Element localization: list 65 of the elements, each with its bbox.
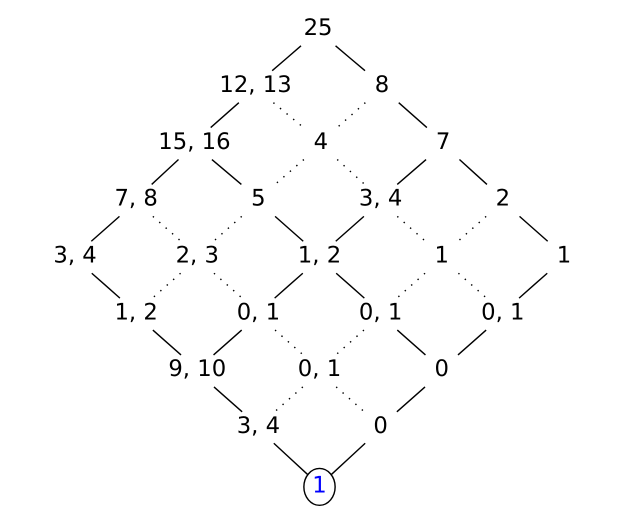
connector (272, 102, 304, 128)
connector (213, 272, 242, 299)
connector (396, 386, 425, 412)
connector (213, 386, 242, 412)
connector (335, 386, 364, 412)
connector (457, 272, 487, 299)
node-text: 3, 4 (52, 242, 96, 268)
node-text: 2 (495, 186, 510, 212)
connector (210, 102, 239, 128)
connector (274, 272, 303, 299)
connector (272, 442, 308, 475)
connector (152, 216, 181, 242)
connector (150, 159, 178, 185)
connector (210, 159, 242, 185)
node-text: 0 (372, 412, 388, 439)
connector (274, 330, 304, 356)
connector (335, 272, 364, 299)
connector (457, 216, 486, 242)
node-text: 0, 1 (297, 356, 341, 382)
node-text: 7, 8 (114, 186, 158, 212)
connector (274, 386, 303, 412)
node-text: 7 (435, 128, 450, 155)
connector (396, 159, 426, 185)
node-text: 1, 2 (297, 242, 341, 268)
connector (271, 45, 301, 72)
node-text: 0, 1 (236, 299, 280, 326)
connector (90, 216, 120, 242)
connector (336, 102, 366, 128)
connector (151, 272, 181, 299)
node-text: 12, 13 (218, 72, 292, 98)
connector (398, 102, 427, 128)
connector (396, 272, 425, 299)
node-text: 3, 4 (358, 186, 402, 212)
connector (396, 216, 426, 242)
node-ellipse: 1 (302, 468, 336, 506)
connector (457, 330, 486, 356)
connector (518, 216, 548, 242)
node-text: 1, 2 (114, 299, 158, 326)
node-text: 1 (434, 242, 448, 268)
node-text: 0, 1 (358, 299, 402, 326)
node-text: 8 (374, 72, 389, 98)
node-text: 0, 1 (480, 299, 524, 326)
connector (334, 330, 364, 356)
node-text: 1 (556, 242, 571, 268)
connector (152, 330, 181, 356)
connector (90, 272, 120, 299)
connector (458, 159, 487, 185)
node-text: 5 (250, 186, 266, 212)
node-text: 2, 3 (175, 242, 218, 268)
node-text: 25 (303, 15, 332, 42)
connector (336, 159, 365, 185)
connector (334, 45, 365, 72)
node-text: 9, 10 (168, 356, 226, 382)
connector (334, 216, 364, 242)
connector (330, 442, 366, 475)
node-text: 4 (313, 128, 328, 155)
connector (396, 330, 426, 356)
node-text: 15, 16 (158, 128, 230, 155)
connector (274, 216, 304, 242)
node-text: 3, 4 (236, 412, 280, 439)
connector (212, 216, 242, 242)
connector (274, 159, 304, 185)
connector (518, 272, 548, 299)
connector (212, 330, 242, 356)
node-text: 0 (434, 356, 448, 382)
